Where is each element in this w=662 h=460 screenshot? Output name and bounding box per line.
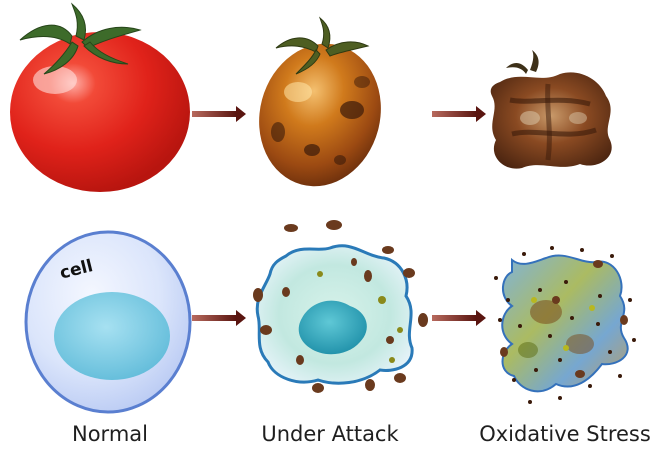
tomato-normal-icon	[10, 4, 190, 192]
arrow-icon	[192, 310, 246, 326]
arrow-icon	[432, 310, 486, 326]
stage-label-oxidative-stress: Oxidative Stress	[470, 422, 660, 446]
cell-stressed-icon	[502, 256, 627, 392]
cell-attacked-icon	[257, 246, 412, 383]
arrow-icon	[192, 106, 246, 122]
tomato-rotten-icon	[491, 50, 612, 169]
tomato-bruised-icon	[243, 18, 396, 200]
stage-label-under-attack: Under Attack	[250, 422, 410, 446]
cell-normal-icon	[26, 232, 190, 412]
arrow-icon	[432, 106, 486, 122]
stage-label-normal: Normal	[40, 422, 180, 446]
